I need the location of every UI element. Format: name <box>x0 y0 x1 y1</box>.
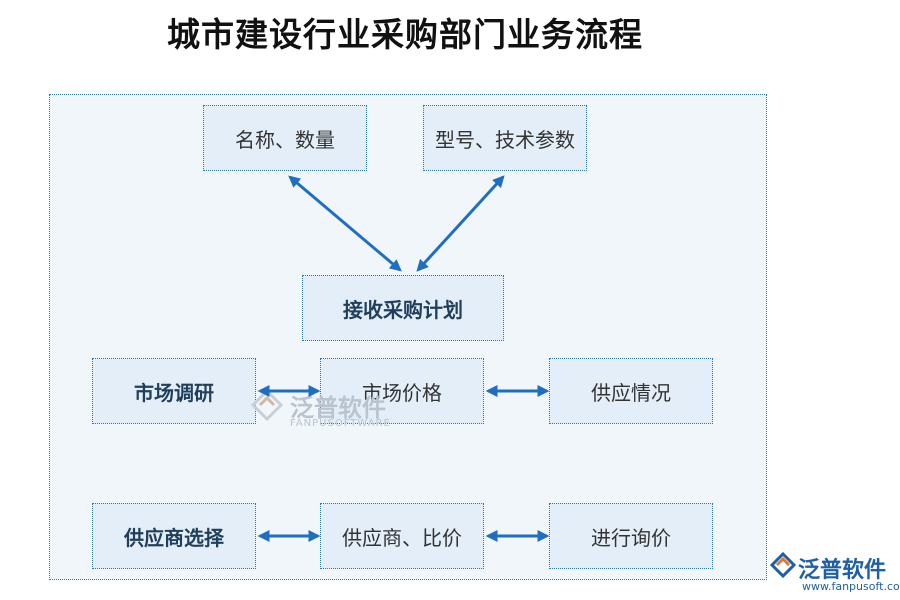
diagram-title: 城市建设行业采购部门业务流程 <box>167 15 643 54</box>
watermark-cn: 泛普软件 <box>290 394 386 422</box>
node-supplier-compare: 供应商、比价 <box>320 503 484 569</box>
brand-logo-url: www.fanpusoft.com <box>802 580 900 593</box>
node-receive-plan: 接收采购计划 <box>302 275 504 341</box>
watermark-logo-icon <box>250 388 284 422</box>
watermark-en: FANPUSOFTWARE <box>290 418 391 429</box>
node-market-price: 市场价格 <box>320 358 484 424</box>
node-inquiry: 进行询价 <box>549 503 713 569</box>
brand-logo-cn: 泛普软件 <box>798 558 887 583</box>
node-model-spec: 型号、技术参数 <box>423 105 587 171</box>
brand-logo-icon <box>769 551 797 579</box>
node-name-quantity: 名称、数量 <box>203 105 367 171</box>
node-supply-status: 供应情况 <box>549 358 713 424</box>
brand-logo: 泛普软件 www.fanpusoft.com <box>769 551 900 593</box>
node-market-research: 市场调研 <box>92 358 256 424</box>
watermark: 泛普软件 FANPUSOFTWARE <box>250 388 390 429</box>
node-supplier-selection: 供应商选择 <box>92 503 256 569</box>
